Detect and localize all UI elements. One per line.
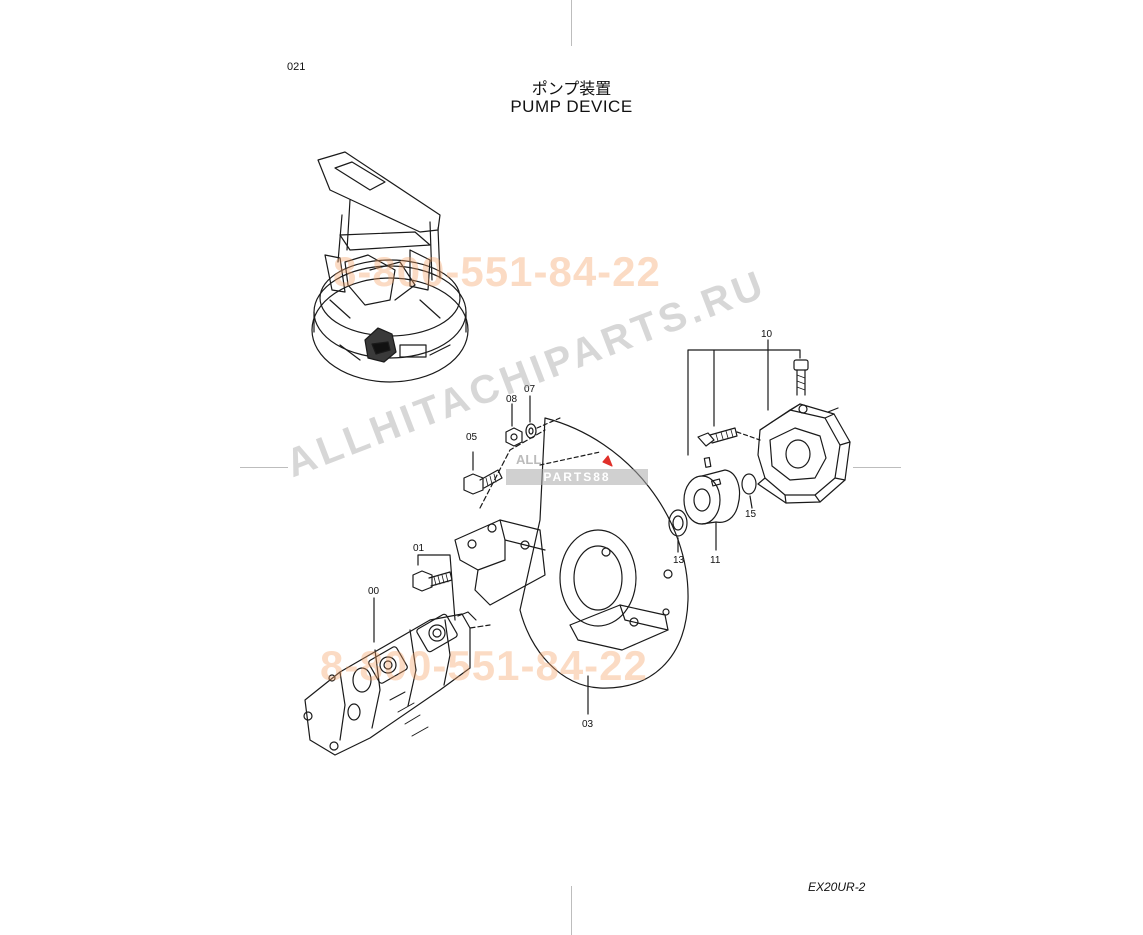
callout-07[interactable]: 07	[524, 384, 536, 395]
bolt-01	[412, 570, 453, 592]
callout-11[interactable]: 11	[710, 555, 721, 566]
callout-10[interactable]: 10	[761, 329, 773, 340]
leader-line-15	[749, 495, 753, 509]
coupling-assembly-10	[697, 359, 851, 504]
page-title-english: PUMP DEVICE	[510, 97, 633, 116]
crop-mark-left	[240, 467, 288, 468]
callout-05[interactable]: 05	[466, 432, 478, 443]
page-number: 021	[287, 61, 306, 73]
highlight-marker	[602, 455, 613, 467]
leader-line-01	[417, 554, 456, 621]
callout-15[interactable]: 15	[745, 509, 757, 520]
watermark-badge: ALL PARTS88	[506, 452, 648, 486]
callout-08[interactable]: 08	[506, 394, 518, 405]
watermark-badge-top: ALL	[516, 452, 542, 467]
flywheel-housing-plate	[519, 417, 689, 689]
washer-07	[525, 423, 537, 439]
callout-00[interactable]: 00	[368, 586, 380, 597]
callout-03[interactable]: 03	[582, 719, 594, 730]
crop-mark-bottom	[571, 886, 572, 935]
leader-lines-10	[687, 339, 801, 456]
crop-mark-right	[853, 467, 901, 468]
ring-15	[741, 473, 757, 495]
crop-mark-top	[571, 0, 572, 46]
watermark-badge-bottom: PARTS88	[506, 469, 648, 485]
hub-11	[683, 469, 741, 525]
bolt-05	[463, 469, 503, 495]
fastener-centerline	[536, 417, 601, 466]
page-title-japanese: ポンプ装置	[531, 79, 612, 98]
seal-13	[668, 509, 688, 537]
hydraulic-pump	[303, 611, 477, 756]
pump-shaft-centerline	[469, 624, 491, 629]
callout-13[interactable]: 13	[673, 555, 685, 566]
model-code: EX20UR-2	[808, 880, 866, 894]
callout-01[interactable]: 01	[413, 543, 425, 554]
machine-overview	[311, 151, 469, 383]
nut-08	[505, 427, 523, 447]
pump-bracket	[454, 519, 546, 606]
